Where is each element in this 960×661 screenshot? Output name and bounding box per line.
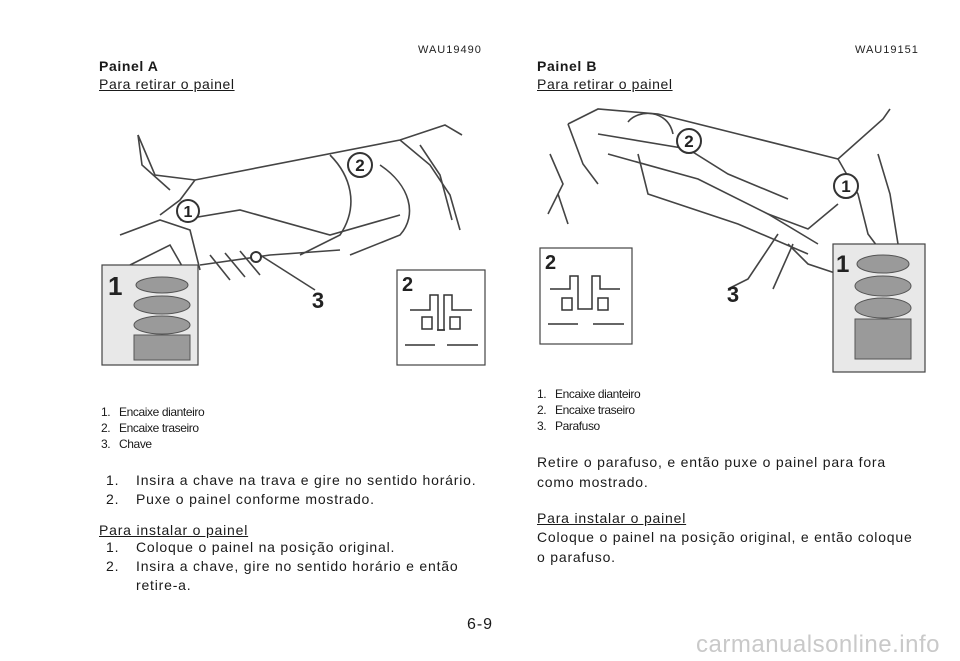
panel-a-title: Painel A <box>99 58 159 74</box>
step-item: 2.Insira a chave, gire no sentido horári… <box>106 558 459 593</box>
panel-b-install-heading: Para instalar o painel <box>537 510 687 526</box>
panel-b-code: WAU19151 <box>855 44 919 56</box>
panel-a-legend: 1.Encaixe dianteiro 2.Encaixe traseiro 3… <box>101 404 205 452</box>
legend-item: 2.Encaixe traseiro <box>101 421 199 435</box>
panel-a-illustration: 1 2 3 1 2 <box>101 124 486 366</box>
legend-item: 1.Encaixe dianteiro <box>101 405 205 419</box>
panel-b-illustration: 2 1 3 2 1 <box>539 108 926 373</box>
panel-a-callout-2: 2 <box>355 156 364 175</box>
legend-item: 3.Chave <box>101 437 152 451</box>
panel-a-callout-3: 3 <box>312 288 324 313</box>
page-number: 6-9 <box>466 616 494 633</box>
panel-b-legend: 1.Encaixe dianteiro 2.Encaixe traseiro 3… <box>537 386 641 434</box>
panel-b-removal-text: Retire o parafuso, e então puxe o painel… <box>537 454 886 490</box>
panel-b-install-text: Coloque o painel na posição original, e … <box>537 529 913 565</box>
panel-a-install-steps: 1.Coloque o painel na posição original. … <box>106 538 490 595</box>
panel-b-subtitle: Para retirar o painel <box>537 76 673 92</box>
panel-a-subtitle: Para retirar o painel <box>99 76 235 92</box>
legend-item: 1.Encaixe dianteiro <box>537 387 641 401</box>
panel-a-removal-steps: 1.Insira a chave na trava e gire no sent… <box>106 471 490 509</box>
panel-b-callout-1: 1 <box>841 177 850 196</box>
panel-b-callout-3: 3 <box>727 282 739 307</box>
panel-a-callout-1: 1 <box>184 204 193 221</box>
panel-a-code: WAU19490 <box>418 44 482 56</box>
panel-b-inset-label-2: 2 <box>545 252 556 274</box>
step-item: 1.Insira a chave na trava e gire no sent… <box>106 472 477 488</box>
step-item: 1.Coloque o painel na posição original. <box>106 539 396 555</box>
step-item: 2.Puxe o painel conforme mostrado. <box>106 491 375 507</box>
panel-a-inset-label-2: 2 <box>402 274 413 296</box>
panel-a-install-heading: Para instalar o painel <box>99 522 249 538</box>
panel-a-inset-label-1: 1 <box>108 271 122 301</box>
watermark: carmanualsonline.info <box>696 631 940 658</box>
legend-item: 2.Encaixe traseiro <box>537 403 635 417</box>
panel-b-title: Painel B <box>537 58 598 74</box>
panel-b-callout-2: 2 <box>684 132 693 151</box>
legend-item: 3.Parafuso <box>537 419 600 433</box>
panel-b-inset-label-1: 1 <box>836 251 849 278</box>
